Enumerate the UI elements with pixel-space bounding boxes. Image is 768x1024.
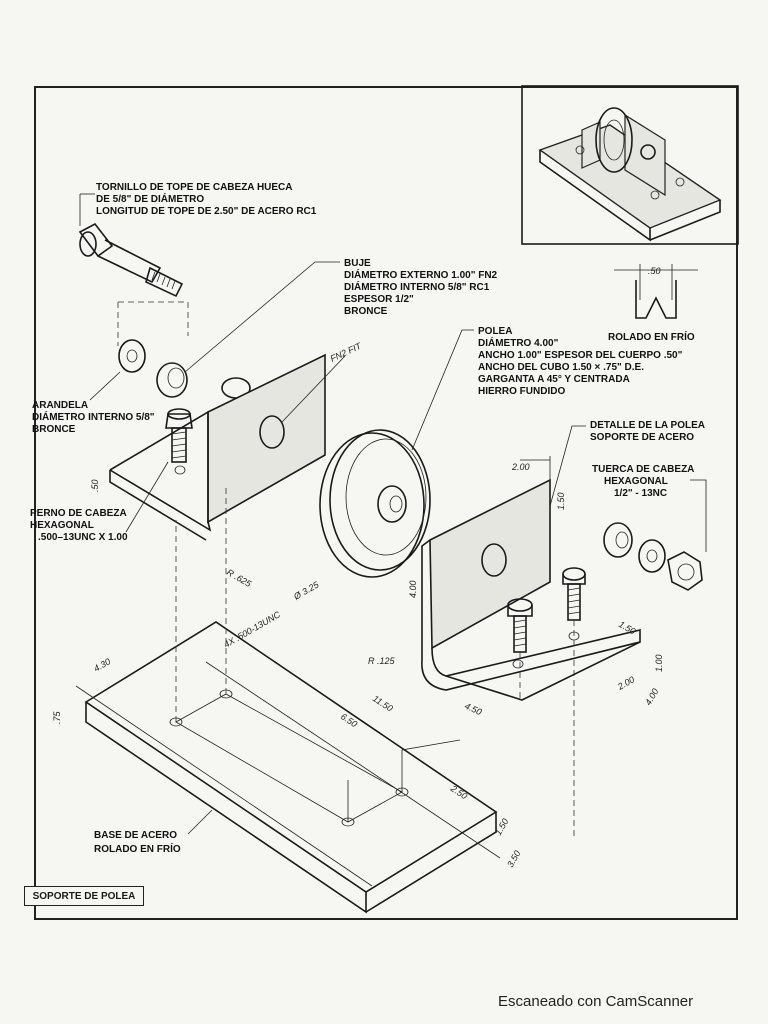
bushing-label-line1: BUJE: [344, 258, 371, 269]
detail-label-line1: DETALLE DE LA POLEA: [590, 420, 705, 431]
dim-dia-325: Ø 3.25: [291, 579, 321, 602]
pulley-label-line4: ANCHO DEL CUBO 1.50 × .75" D.E.: [478, 362, 644, 373]
groove-detail: .50 ROLADO EN FRÍO: [608, 264, 698, 343]
dim-75: .75: [52, 710, 62, 724]
fit-label: FN2 FIT: [329, 340, 364, 364]
left-bracket: FN2 FIT: [109, 340, 364, 541]
scanner-watermark: Escaneado con CamScanner: [498, 993, 694, 1010]
dim-150: 1.50: [556, 492, 566, 510]
pulley-label-line6: HIERRO FUNDIDO: [478, 386, 565, 397]
washer-label-line2: DIÁMETRO INTERNO 5/8": [32, 410, 155, 423]
base-label-line2: ROLADO EN FRÍO: [94, 842, 181, 855]
dim-thread: 4X .500-13UNC: [222, 609, 282, 650]
dim-150b: 1.50: [617, 619, 637, 636]
base-label-line1: BASE DE ACERO: [94, 830, 177, 841]
groove-dim: .50: [648, 266, 661, 276]
dim-400: 4.00: [408, 580, 418, 598]
pulley-label-line3: ANCHO 1.00" ESPESOR DEL CUERPO .50": [478, 350, 683, 361]
detail-label-line2: SOPORTE DE ACERO: [590, 432, 694, 443]
isometric-inset: [521, 85, 739, 245]
shoulder-bolt-label: TORNILLO DE TOPE DE CABEZA HUECA DE 5/8"…: [96, 182, 317, 217]
dim-50-left: .50: [90, 479, 100, 492]
washer-label-line1: ARANDELA: [32, 400, 88, 411]
bushing-label-line5: BRONCE: [344, 306, 388, 317]
drawing-frame: [34, 86, 738, 920]
dim-200: 2.00: [511, 462, 530, 472]
hexbolt-label-line1: PERNO DE CABEZA: [30, 508, 127, 519]
bushing-label-line2: DIÁMETRO EXTERNO 1.00" FN2: [344, 268, 498, 281]
hex-bolt-left: [165, 408, 193, 463]
nut-label-line3: 1/2" - 13NC: [614, 488, 667, 499]
dim-r625: R .625: [225, 567, 254, 589]
dim-r125: R .125: [368, 656, 396, 666]
bolt-label-line3: LONGITUD DE TOPE DE 2.50" DE ACERO RC1: [96, 206, 317, 217]
pulley-label-line2: DIÁMETRO 4.00": [478, 336, 559, 349]
shoulder-bolt: [78, 193, 184, 298]
dim-430: 4.30: [92, 656, 112, 673]
dim-200b: 2.00: [615, 674, 636, 692]
nut-label-line2: HEXAGONAL: [604, 476, 668, 487]
dim-100: 1.00: [654, 654, 664, 672]
alignment-lines-right: [519, 620, 575, 840]
dim-450: 4.50: [463, 701, 483, 717]
bolt-label-line2: DE 5/8" DE DIÁMETRO: [96, 192, 204, 205]
nut-group: [603, 522, 703, 591]
washer-label-line3: BRONCE: [32, 424, 76, 435]
dim-650: 6.50: [339, 711, 359, 729]
hexbolt-label-line3: .500–13UNC X 1.00: [38, 532, 128, 543]
hexbolt-label-line2: HEXAGONAL: [30, 520, 94, 531]
washer-label: ARANDELA DIÁMETRO INTERNO 5/8" BRONCE: [32, 371, 155, 435]
hexbolt-label: PERNO DE CABEZA HEXAGONAL .500–13UNC X 1…: [30, 461, 169, 543]
groove-label: ROLADO EN FRÍO: [608, 330, 695, 343]
washer: [117, 301, 189, 373]
pulley-label: POLEA DIÁMETRO 4.00" ANCHO 1.00" ESPESOR…: [411, 326, 683, 451]
detail-label: DETALLE DE LA POLEA SOPORTE DE ACERO: [549, 420, 705, 507]
bushing-label-line4: ESPESOR 1/2": [344, 294, 414, 305]
bushing-label: BUJE DIÁMETRO EXTERNO 1.00" FN2 DIÁMETRO…: [184, 258, 498, 373]
bushing-label-line3: DIÁMETRO INTERNO 5/8" RC1: [344, 280, 490, 293]
bushing: [156, 362, 251, 399]
dim-350: 3.50: [505, 849, 522, 869]
nut-label: TUERCA DE CABEZA HEXAGONAL 1/2" - 13NC: [592, 464, 707, 552]
drawing-title: SOPORTE DE POLEA: [24, 886, 144, 906]
dim-250: 2.50: [448, 783, 469, 801]
nut-label-line1: TUERCA DE CABEZA: [592, 464, 694, 475]
dim-400b: 4.00: [643, 687, 660, 707]
dim-1150: 11.50: [371, 693, 395, 713]
pulley-label-line1: POLEA: [478, 326, 512, 337]
base-label: BASE DE ACERO ROLADO EN FRÍO: [94, 809, 213, 855]
pulley-label-line5: GARGANTA A 45° Y CENTRADA: [478, 374, 630, 385]
bolt-label-line1: TORNILLO DE TOPE DE CABEZA HUECA: [96, 182, 293, 193]
